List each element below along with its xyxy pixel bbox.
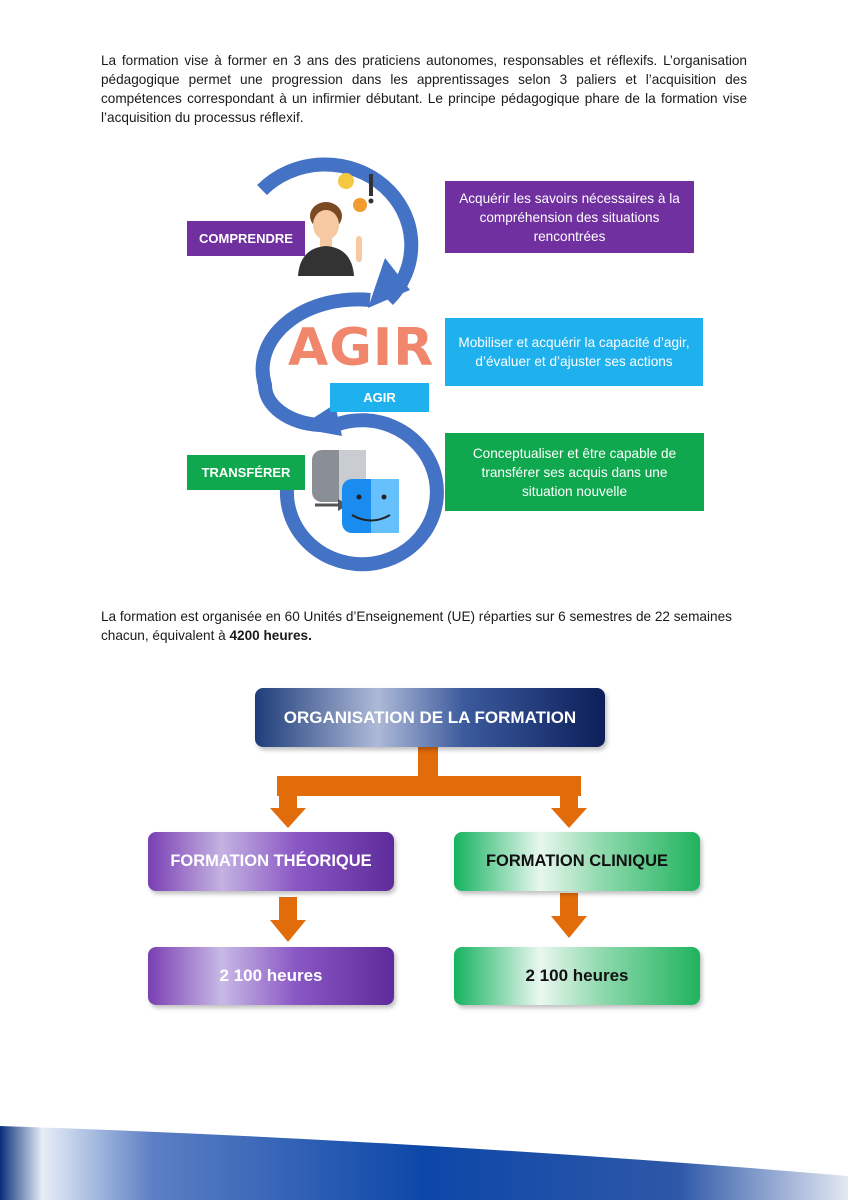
stage-label-transferer: TRANSFÉRER (187, 455, 305, 490)
cycle-arc-2 (255, 292, 371, 432)
org-theorique-box: FORMATION THÉORIQUE (148, 832, 394, 891)
org-clinique-box: FORMATION CLINIQUE (454, 832, 700, 891)
agir-logo: AGIR (288, 318, 435, 378)
desc-comprendre-text: Acquérir les savoirs nécessaires à la co… (459, 190, 680, 244)
desc-comprendre: Acquérir les savoirs nécessaires à la co… (445, 181, 694, 253)
arrow-crossbar (277, 776, 581, 796)
stage-label-comprendre: COMPRENDRE (187, 221, 305, 256)
organisation-paragraph: La formation est organisée en 60 Unités … (101, 607, 747, 645)
org-theorique-hours: 2 100 heures (148, 947, 394, 1005)
arrow-stem-theo (279, 897, 297, 922)
transfer-illustration (312, 450, 399, 533)
arrow-stem-root (418, 747, 438, 778)
arrow-stem-right (560, 796, 578, 810)
arrow-stem-left (279, 796, 297, 810)
arrow-head-left (270, 808, 306, 828)
org-root-box: ORGANISATION DE LA FORMATION (255, 688, 605, 747)
desc-agir-text: Mobiliser et acquérir la capacité d’agir… (458, 335, 690, 369)
arrow-head-theo (270, 920, 306, 942)
cycle-arc-3 (279, 413, 444, 572)
cycle-arrowhead-1 (368, 258, 410, 308)
desc-agir: Mobiliser et acquérir la capacité d’agir… (445, 318, 703, 386)
cycle-arrowhead-2 (298, 404, 342, 436)
cycle-arc-1 (257, 157, 419, 305)
desc-transferer: Conceptualiser et être capable de transf… (445, 433, 704, 511)
stage-label-agir: AGIR (330, 383, 429, 412)
arrow-head-right (551, 808, 587, 828)
org-clinique-hours: 2 100 heures (454, 947, 700, 1005)
student-illustration (298, 173, 374, 276)
arrow-stem-clin (560, 893, 578, 918)
desc-transferer-text: Conceptualiser et être capable de transf… (472, 445, 677, 499)
arrow-head-clin (551, 916, 587, 938)
total-hours: 4200 heures. (229, 628, 312, 643)
footer-swoosh (0, 1126, 848, 1200)
organisation-paragraph-text: La formation est organisée en 60 Unités … (101, 609, 732, 643)
intro-paragraph: La formation vise à former en 3 ans des … (101, 53, 747, 125)
